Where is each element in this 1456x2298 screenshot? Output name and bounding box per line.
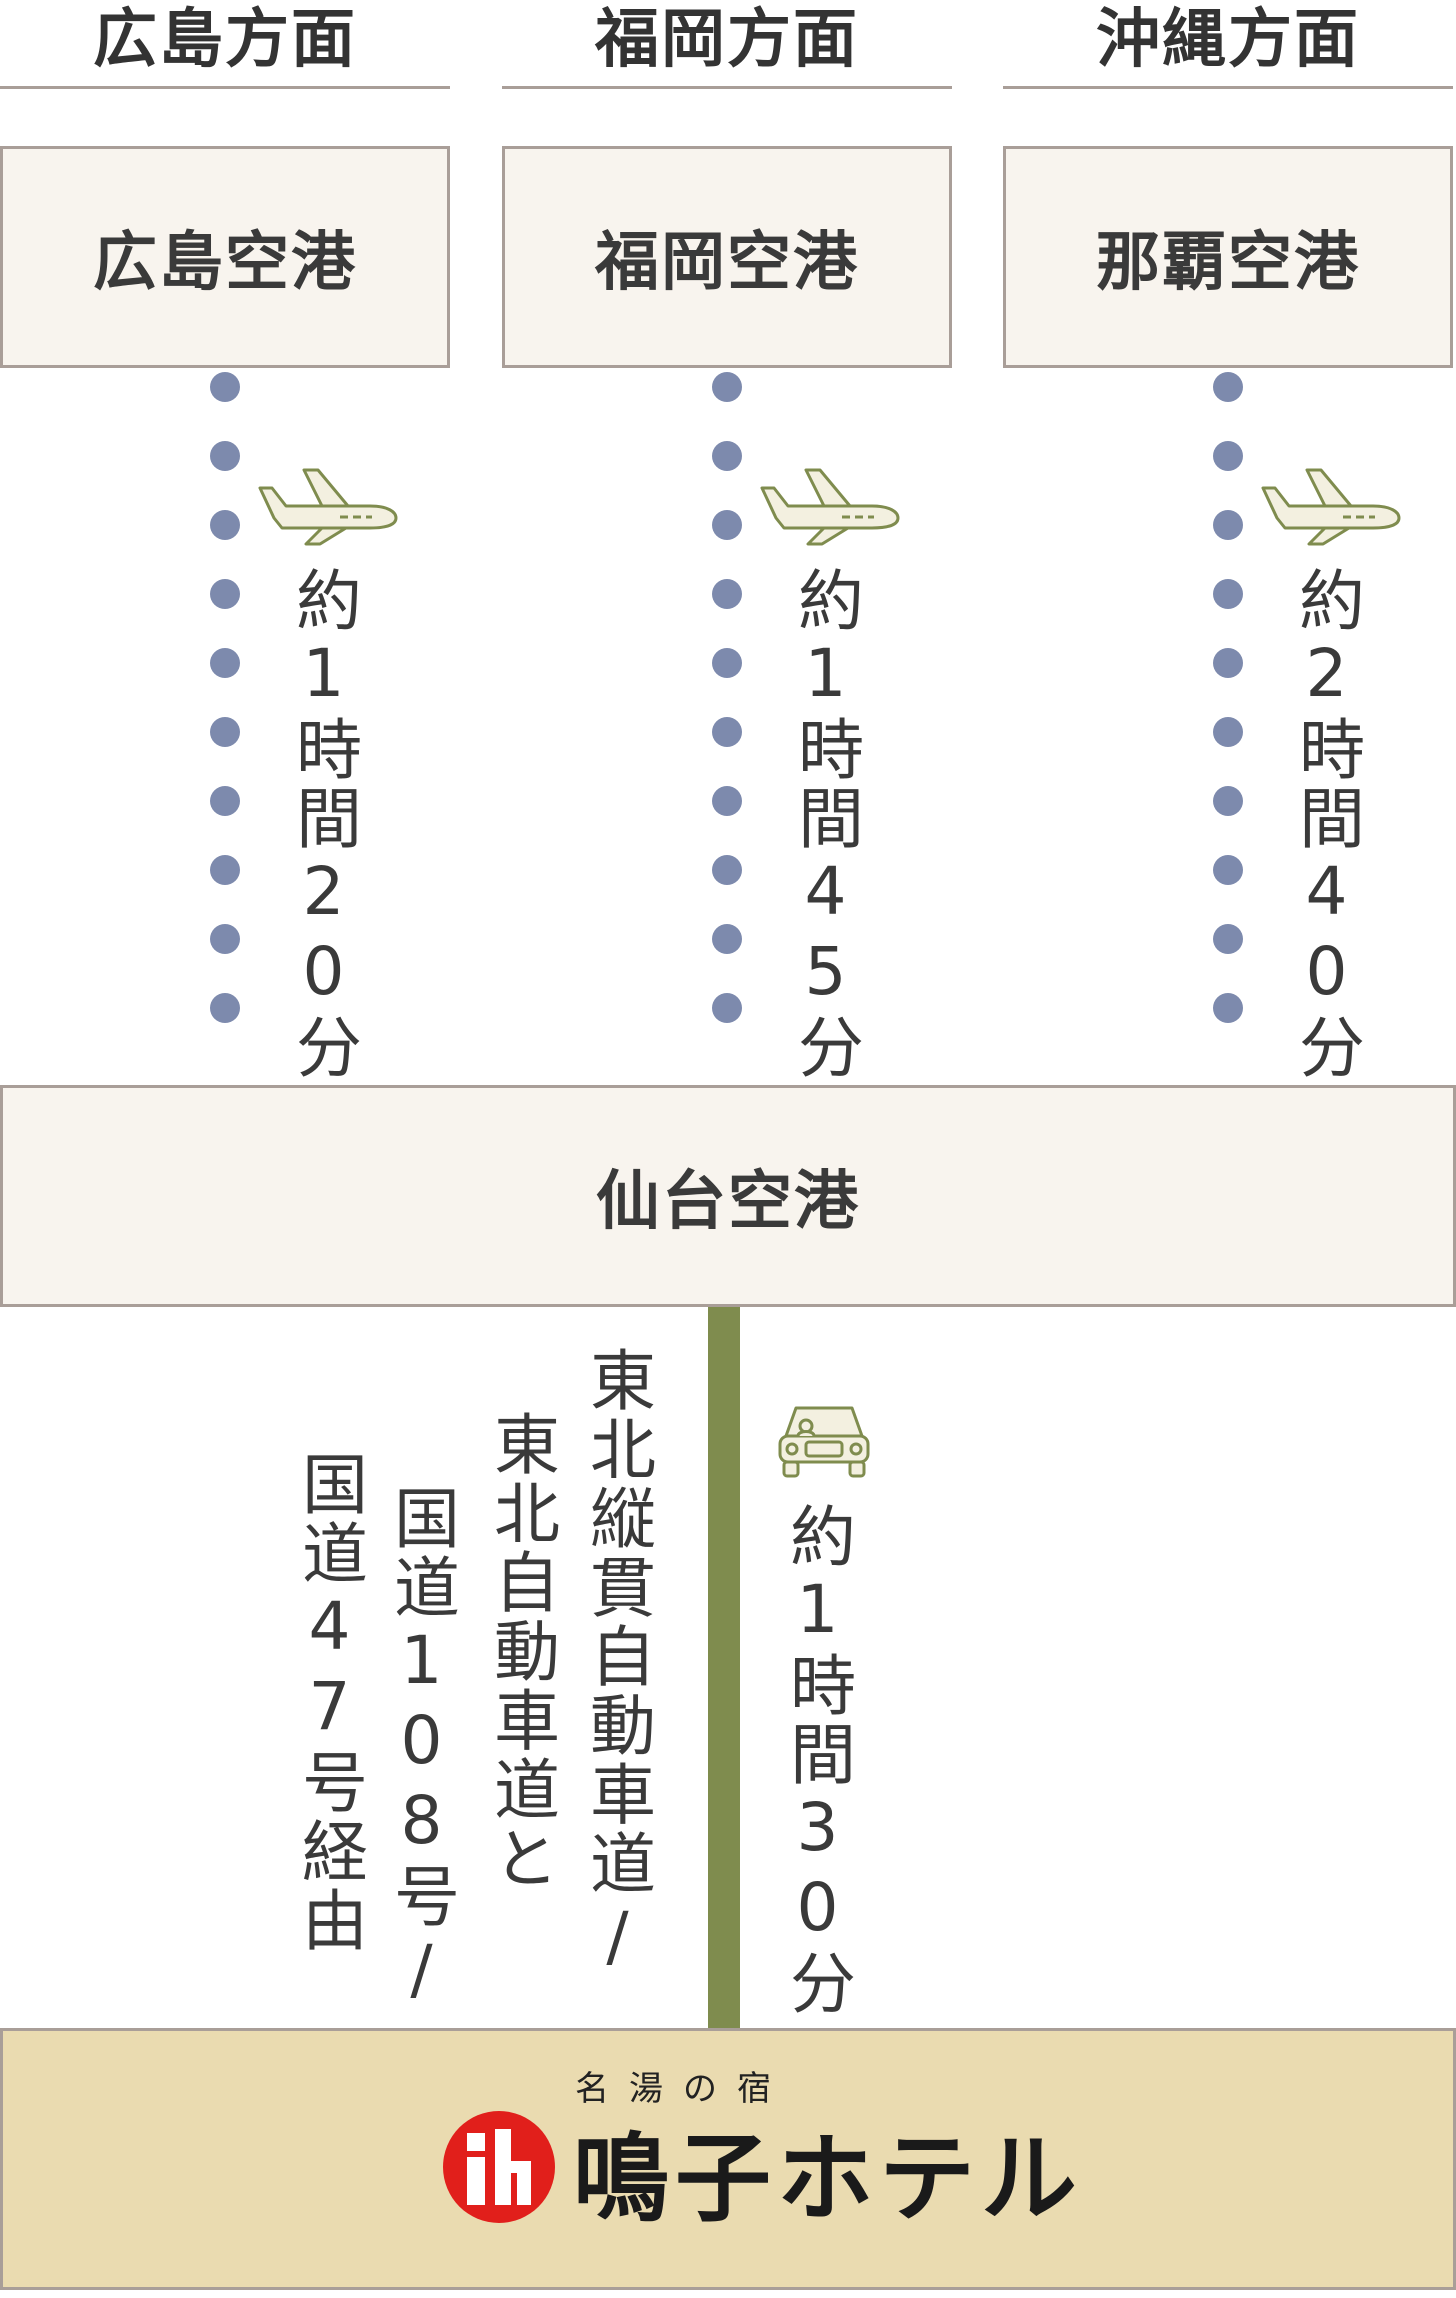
flight-duration-hiroshima: 約1時間20分	[285, 566, 362, 1082]
route-header-label: 広島方面	[93, 3, 357, 77]
path-dot	[712, 579, 742, 609]
drive-via-line-3: 国道108号/	[383, 1484, 460, 2011]
path-dot	[712, 993, 742, 1023]
path-dot	[210, 648, 240, 678]
flight-duration-fukuoka: 約1時間45分	[787, 566, 864, 1082]
path-dot	[1213, 924, 1243, 954]
path-dot	[712, 648, 742, 678]
path-dot	[712, 924, 742, 954]
airport-box-hiroshima: 広島空港	[0, 146, 450, 368]
hotel-name: 鳴子ホテル	[573, 2122, 1083, 2235]
path-dot	[1213, 579, 1243, 609]
path-dot	[210, 855, 240, 885]
drive-duration: 約1時間30分	[779, 1502, 856, 2018]
path-dot	[210, 924, 240, 954]
path-dot	[712, 717, 742, 747]
destination-hotel-box: 名湯の宿 鳴子ホテル	[0, 2028, 1456, 2290]
hotel-subtitle: 名湯の宿	[575, 2069, 791, 2109]
path-dot	[210, 717, 240, 747]
car-icon	[778, 1406, 870, 1478]
route-header-label: 沖縄方面	[1096, 3, 1360, 77]
route-header-fukuoka: 福岡方面	[502, 0, 952, 89]
drive-via-line-1: 東北縦貫自動車道/	[579, 1346, 656, 1978]
path-dot	[210, 372, 240, 402]
route-header-okinawa: 沖縄方面	[1003, 0, 1453, 89]
path-dot	[712, 855, 742, 885]
path-dot	[210, 579, 240, 609]
airport-box-fukuoka: 福岡空港	[502, 146, 952, 368]
path-dot	[1213, 441, 1243, 471]
drive-via-line-2: 東北自動車道と	[483, 1410, 560, 1893]
path-dot	[210, 510, 240, 540]
path-dot	[712, 786, 742, 816]
path-dot	[1213, 648, 1243, 678]
path-dot	[1213, 855, 1243, 885]
path-dot	[1213, 786, 1243, 816]
flight-duration-naha: 約2時間40分	[1288, 566, 1365, 1082]
airplane-icon	[1261, 468, 1401, 546]
route-header-label: 福岡方面	[595, 3, 859, 77]
hotel-logo	[443, 2111, 555, 2223]
flight-path-hiroshima	[210, 372, 240, 1082]
path-dot	[1213, 993, 1243, 1023]
flight-path-fukuoka	[712, 372, 742, 1082]
path-dot	[210, 786, 240, 816]
header-divider	[502, 86, 952, 89]
path-dot	[210, 441, 240, 471]
hub-airport-sendai: 仙台空港	[0, 1085, 1456, 1307]
airplane-icon	[258, 468, 398, 546]
path-dot	[712, 510, 742, 540]
airport-box-naha: 那覇空港	[1003, 146, 1453, 368]
route-header-hiroshima: 広島方面	[0, 0, 450, 89]
path-dot	[1213, 372, 1243, 402]
path-dot	[210, 993, 240, 1023]
header-divider	[1003, 86, 1453, 89]
drive-via-line-4: 国道47号経由	[291, 1450, 368, 1955]
airplane-icon	[760, 468, 900, 546]
drive-route-line	[708, 1307, 740, 2029]
hotel-logo-icon	[467, 2129, 531, 2205]
header-divider	[0, 86, 450, 89]
path-dot	[712, 441, 742, 471]
path-dot	[1213, 510, 1243, 540]
path-dot	[1213, 717, 1243, 747]
path-dot	[712, 372, 742, 402]
flight-path-naha	[1213, 372, 1243, 1082]
